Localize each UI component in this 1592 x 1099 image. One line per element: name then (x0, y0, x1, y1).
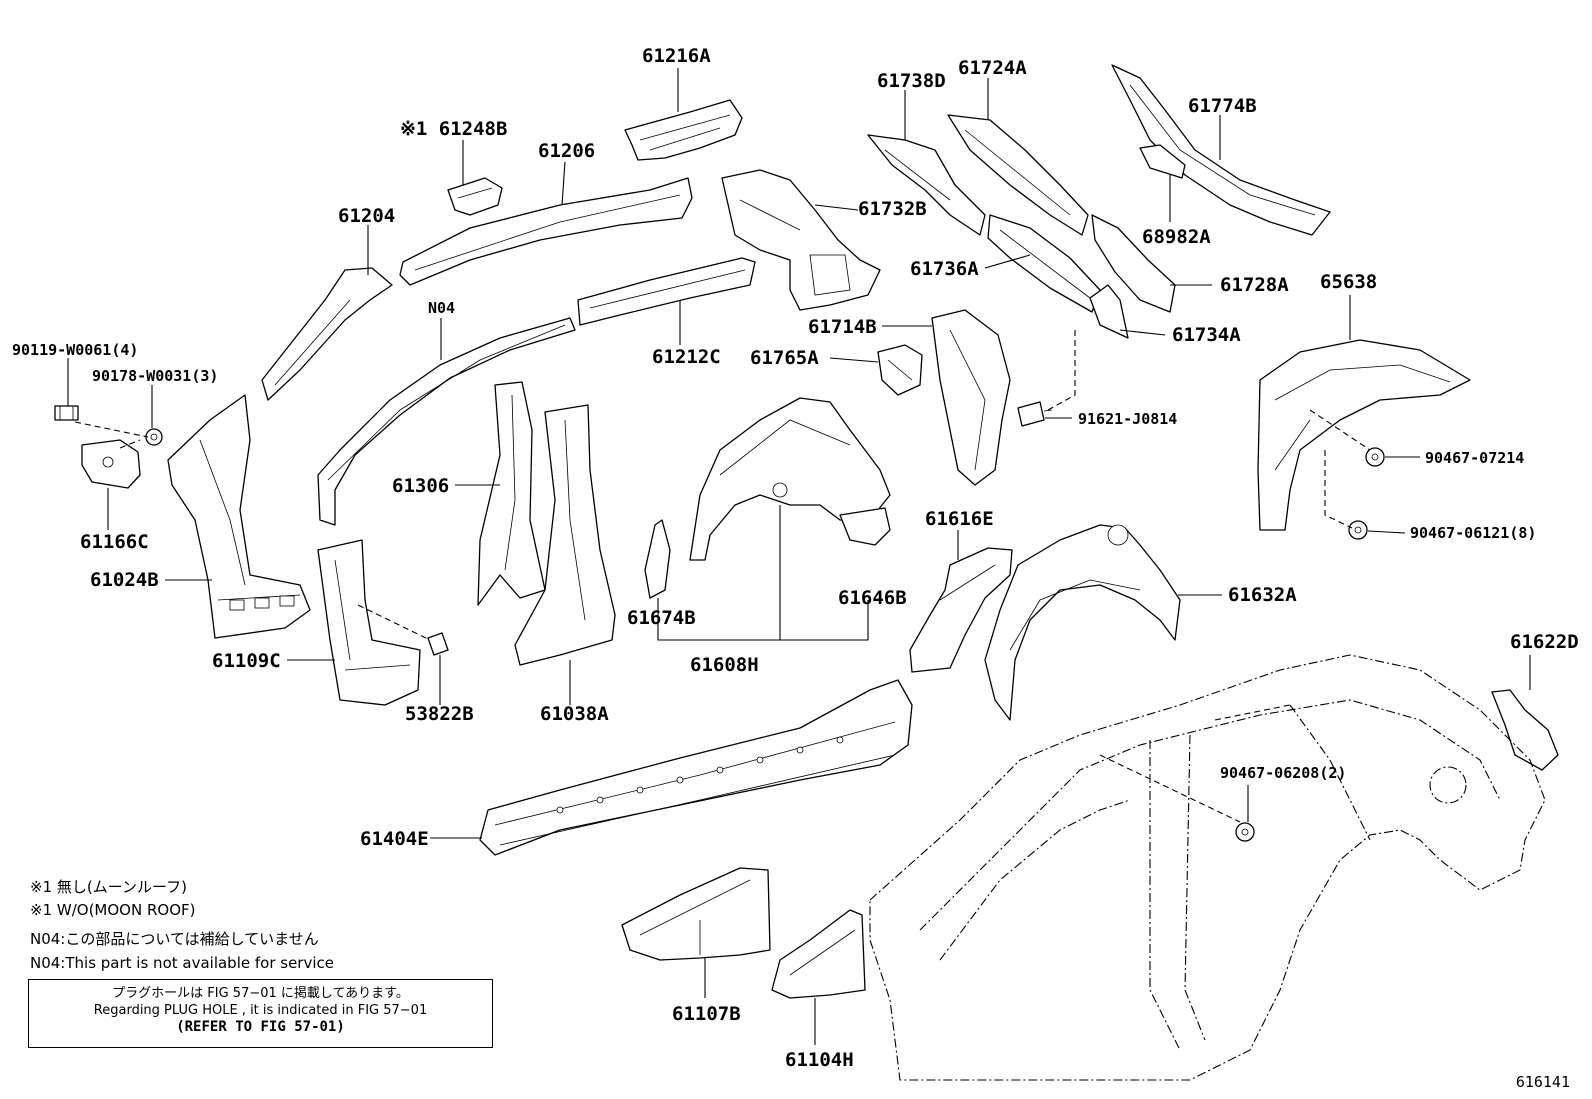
part-61166C[interactable] (81, 439, 141, 489)
label-61734A: 61734A (1172, 324, 1241, 346)
part-61732B[interactable] (721, 169, 881, 311)
label-61646B: 61646B (838, 587, 907, 609)
label-90467-06208: 90467-06208(2) (1220, 764, 1346, 782)
label-61674B: 61674B (627, 607, 696, 629)
part-61107B[interactable] (621, 867, 771, 961)
label-61774B: 61774B (1188, 95, 1257, 117)
part-61404E[interactable] (479, 679, 913, 856)
label-61038A: 61038A (540, 703, 609, 725)
plug-hole-note-box: プラグホールは FIG 57−01 に掲載してあります。 Regarding P… (28, 979, 493, 1048)
label-61616E: 61616E (925, 508, 994, 530)
part-61622D[interactable] (1491, 689, 1559, 771)
label-68982A: 68982A (1142, 226, 1211, 248)
part-61765A[interactable] (877, 344, 923, 396)
part-labels: 61216A ※1 61248B 61206 61204 N04 90119-W… (12, 45, 1579, 1071)
part-61736A[interactable] (987, 214, 1101, 313)
part-61646B[interactable] (839, 507, 891, 546)
part-61212C[interactable] (577, 257, 756, 326)
label-90467-07214: 90467-07214 (1425, 449, 1524, 467)
label-61109C: 61109C (212, 650, 281, 672)
label-61724A: 61724A (958, 57, 1027, 79)
label-61728A: 61728A (1220, 274, 1289, 296)
label-61166C: 61166C (80, 531, 149, 553)
part-61632A[interactable] (984, 524, 1181, 721)
label-90467-06121: 90467-06121(8) (1410, 524, 1536, 542)
note-moonroof-jp: ※1 無し(ムーンルーフ) (30, 878, 187, 896)
label-61404E: 61404E (360, 828, 429, 850)
part-61728A[interactable] (1091, 214, 1176, 313)
label-61632A: 61632A (1228, 584, 1297, 606)
label-53822B: 53822B (405, 703, 474, 725)
part-61206[interactable] (399, 177, 693, 286)
label-65638: 65638 (1320, 271, 1377, 293)
note-n04-en: N04:This part is not available for servi… (30, 954, 334, 972)
part-61109C[interactable] (317, 539, 421, 706)
part-61216A[interactable] (624, 99, 743, 161)
part-N04[interactable] (317, 317, 576, 526)
part-61616E[interactable] (909, 547, 1013, 673)
label-61204: 61204 (338, 205, 395, 227)
plug-hole-note-en: Regarding PLUG HOLE , it is indicated in… (93, 1003, 428, 1018)
label-91621-J0814: 91621-J0814 (1078, 410, 1177, 428)
part-61724A[interactable] (947, 114, 1089, 236)
part-61248B[interactable] (447, 177, 503, 216)
assembly-dash-lines (74, 330, 1371, 823)
part-68982A[interactable] (1139, 144, 1186, 179)
part-90178-nut[interactable] (145, 428, 163, 446)
part-90467-07214-clip[interactable] (1365, 447, 1385, 467)
label-61206: 61206 (538, 140, 595, 162)
label-90178-W0031: 90178-W0031(3) (92, 367, 218, 385)
part-61674B[interactable] (644, 519, 671, 599)
label-61248B: ※1 61248B (400, 118, 507, 140)
label-61216A: 61216A (642, 45, 711, 67)
part-61024B[interactable] (167, 394, 311, 639)
label-61736A: 61736A (910, 258, 979, 280)
part-90467-06208-clip[interactable] (1235, 822, 1255, 842)
label-61714B: 61714B (808, 316, 877, 338)
label-61104H: 61104H (785, 1049, 854, 1071)
label-61622D: 61622D (1510, 631, 1579, 653)
part-61714B[interactable] (931, 309, 1011, 486)
part-61738D[interactable] (867, 134, 986, 236)
part-53822B[interactable] (427, 632, 449, 656)
part-90119-bolt[interactable] (54, 405, 79, 421)
part-61734A[interactable] (1089, 284, 1129, 339)
note-n04-jp: N04:この部品については補給していません (30, 930, 319, 948)
label-61608H: 61608H (690, 654, 759, 676)
note-moonroof-en: ※1 W/O(MOON ROOF) (30, 901, 196, 919)
leader-lines (67, 68, 1531, 1045)
part-61104H[interactable] (771, 909, 866, 999)
part-body-side-outer[interactable] (869, 654, 1546, 1081)
label-N04: N04 (428, 299, 455, 317)
part-61204[interactable] (261, 267, 393, 401)
label-61738D: 61738D (877, 70, 946, 92)
label-61732B: 61732B (858, 198, 927, 220)
part-90467-06121-clip[interactable] (1348, 520, 1368, 540)
label-61212C: 61212C (652, 346, 721, 368)
plug-hole-refer-link[interactable]: (REFER TO FIG 57-01) (176, 1019, 345, 1035)
plug-hole-note-jp: プラグホールは FIG 57−01 に掲載してあります。 (112, 986, 409, 1001)
label-61765A: 61765A (750, 347, 819, 369)
part-65638[interactable] (1257, 339, 1471, 531)
label-61107B: 61107B (672, 1003, 741, 1025)
part-91621-bolt[interactable] (1017, 401, 1053, 427)
label-61306: 61306 (392, 475, 449, 497)
part-61038A[interactable] (514, 404, 616, 666)
part-61306[interactable] (477, 381, 546, 606)
figure-id: 616141 (1515, 1073, 1570, 1091)
label-90119-W0061: 90119-W0061(4) (12, 341, 138, 359)
label-61024B: 61024B (90, 569, 159, 591)
